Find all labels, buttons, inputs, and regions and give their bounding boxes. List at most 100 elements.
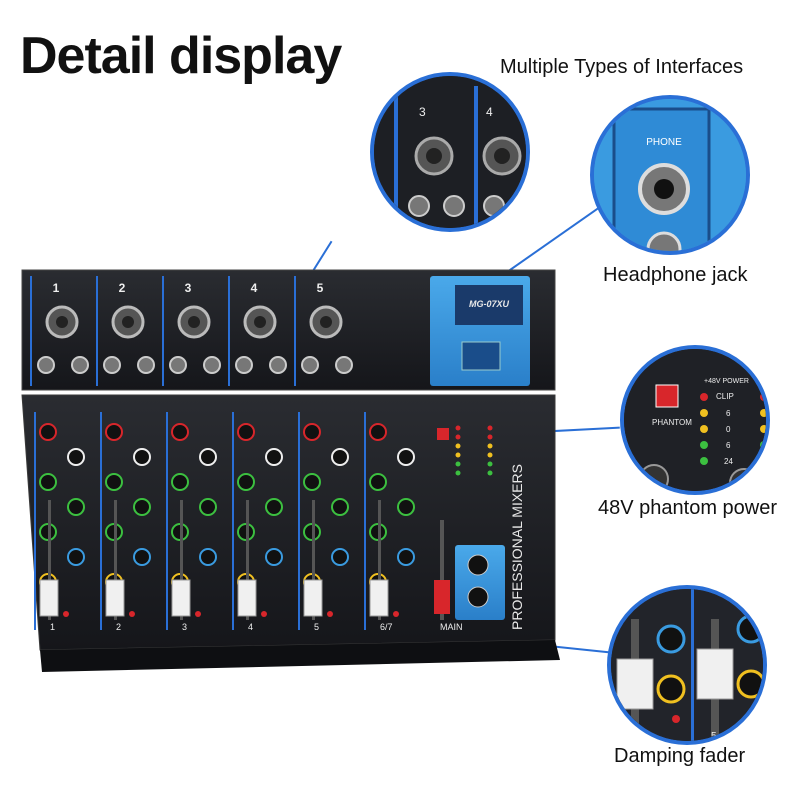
meter-led bbox=[487, 461, 493, 467]
strip-knob[interactable] bbox=[265, 448, 283, 466]
strip-knob[interactable] bbox=[303, 423, 321, 441]
line-jack bbox=[37, 356, 55, 374]
channel-fader[interactable] bbox=[237, 579, 257, 617]
channel-fader[interactable] bbox=[369, 579, 389, 617]
rear-channel-number: 1 bbox=[53, 281, 60, 295]
zoom-headphone: PHONE bbox=[590, 95, 750, 255]
strip-knob[interactable] bbox=[67, 448, 85, 466]
strip-knob[interactable] bbox=[331, 448, 349, 466]
strip-knob[interactable] bbox=[67, 548, 85, 566]
strip-divider bbox=[232, 412, 234, 630]
strip-channel-label: 1 bbox=[50, 622, 55, 632]
channel-fader[interactable] bbox=[303, 579, 323, 617]
main-fader[interactable] bbox=[434, 580, 450, 614]
meter-led bbox=[487, 425, 493, 431]
power-text: +48V POWER bbox=[704, 378, 749, 385]
strip-knob[interactable] bbox=[39, 423, 57, 441]
strip-knob[interactable] bbox=[265, 548, 283, 566]
rear-channel-number: 2 bbox=[119, 281, 126, 295]
strip-knob[interactable] bbox=[331, 548, 349, 566]
meter-led bbox=[487, 443, 493, 449]
strip-knob[interactable] bbox=[67, 498, 85, 516]
strip-knob[interactable] bbox=[133, 498, 151, 516]
line-jack bbox=[235, 356, 253, 374]
callout-fader: Damping fader bbox=[614, 745, 746, 767]
rear-channel-number: 4 bbox=[251, 281, 258, 295]
strip-knob[interactable] bbox=[369, 423, 387, 441]
callout-phantom: 48V phantom power bbox=[598, 497, 778, 519]
strip-knob[interactable] bbox=[397, 498, 415, 516]
rear-channel-number: 3 bbox=[185, 281, 192, 295]
ins-jack bbox=[203, 356, 221, 374]
zoom-fader: 5 bbox=[607, 585, 767, 745]
meter-led bbox=[487, 452, 493, 458]
svg-text:24: 24 bbox=[724, 457, 733, 466]
strip-knob[interactable] bbox=[237, 473, 255, 491]
channel-fader[interactable] bbox=[171, 579, 191, 617]
clip-text: CLIP bbox=[716, 392, 734, 401]
strip-knob[interactable] bbox=[237, 423, 255, 441]
peak-led bbox=[393, 611, 399, 617]
peak-led bbox=[63, 611, 69, 617]
rear-divider bbox=[162, 276, 164, 386]
strip-knob[interactable] bbox=[397, 448, 415, 466]
channel-fader[interactable] bbox=[39, 579, 59, 617]
strip-channel-label: 5 bbox=[314, 622, 319, 632]
strip-divider bbox=[298, 412, 300, 630]
rear-divider bbox=[228, 276, 230, 386]
strip-knob[interactable] bbox=[199, 548, 217, 566]
strip-knob[interactable] bbox=[171, 473, 189, 491]
line-jack bbox=[103, 356, 121, 374]
callout-headphone: Headphone jack bbox=[603, 264, 748, 286]
strip-knob[interactable] bbox=[171, 423, 189, 441]
strip-channel-label: 2 bbox=[116, 622, 121, 632]
rear-divider bbox=[30, 276, 32, 386]
meter-led bbox=[487, 434, 493, 440]
strip-knob[interactable] bbox=[133, 448, 151, 466]
phantom-button bbox=[437, 428, 449, 440]
side-brand-text: PROFESSIONAL MIXERS bbox=[509, 464, 525, 630]
strip-knob[interactable] bbox=[369, 473, 387, 491]
peak-led bbox=[327, 611, 333, 617]
peak-led bbox=[129, 611, 135, 617]
strip-channel-label: 6/7 bbox=[380, 622, 393, 632]
line-jack bbox=[301, 356, 319, 374]
strip-knob[interactable] bbox=[331, 498, 349, 516]
callout-interfaces: Multiple Types of Interfaces bbox=[500, 56, 744, 78]
strip-divider bbox=[100, 412, 102, 630]
svg-text:6: 6 bbox=[726, 409, 731, 418]
meter-led bbox=[487, 470, 493, 476]
channel-fader[interactable] bbox=[105, 579, 125, 617]
strip-knob[interactable] bbox=[265, 498, 283, 516]
svg-text:0: 0 bbox=[726, 425, 731, 434]
svg-text:4: 4 bbox=[486, 105, 493, 119]
meter-led bbox=[455, 470, 461, 476]
zoom-phantom: PHANTOM +48V POWER CLIP 6 0 6 24 bbox=[620, 345, 770, 495]
strip-knob[interactable] bbox=[199, 448, 217, 466]
strip-knob[interactable] bbox=[39, 473, 57, 491]
strip-knob[interactable] bbox=[105, 423, 123, 441]
meter-led bbox=[455, 443, 461, 449]
strip-knob[interactable] bbox=[199, 498, 217, 516]
strip-divider bbox=[364, 412, 366, 630]
line-jack bbox=[169, 356, 187, 374]
meter-led bbox=[455, 434, 461, 440]
ins-jack bbox=[71, 356, 89, 374]
rear-channel-number: 5 bbox=[317, 281, 324, 295]
meter-led bbox=[455, 425, 461, 431]
phone-label: PHONE bbox=[646, 137, 682, 148]
svg-text:5: 5 bbox=[711, 731, 717, 742]
rear-divider bbox=[294, 276, 296, 386]
strip-knob[interactable] bbox=[303, 473, 321, 491]
meter-led bbox=[455, 452, 461, 458]
strip-divider bbox=[166, 412, 168, 630]
strip-channel-label: 3 bbox=[182, 622, 187, 632]
strip-knob[interactable] bbox=[133, 548, 151, 566]
strip-knob[interactable] bbox=[105, 473, 123, 491]
page-title: Detail display bbox=[20, 27, 342, 85]
strip-knob[interactable] bbox=[397, 548, 415, 566]
svg-text:3: 3 bbox=[419, 105, 426, 119]
meter-led bbox=[455, 461, 461, 467]
ins-jack bbox=[335, 356, 353, 374]
